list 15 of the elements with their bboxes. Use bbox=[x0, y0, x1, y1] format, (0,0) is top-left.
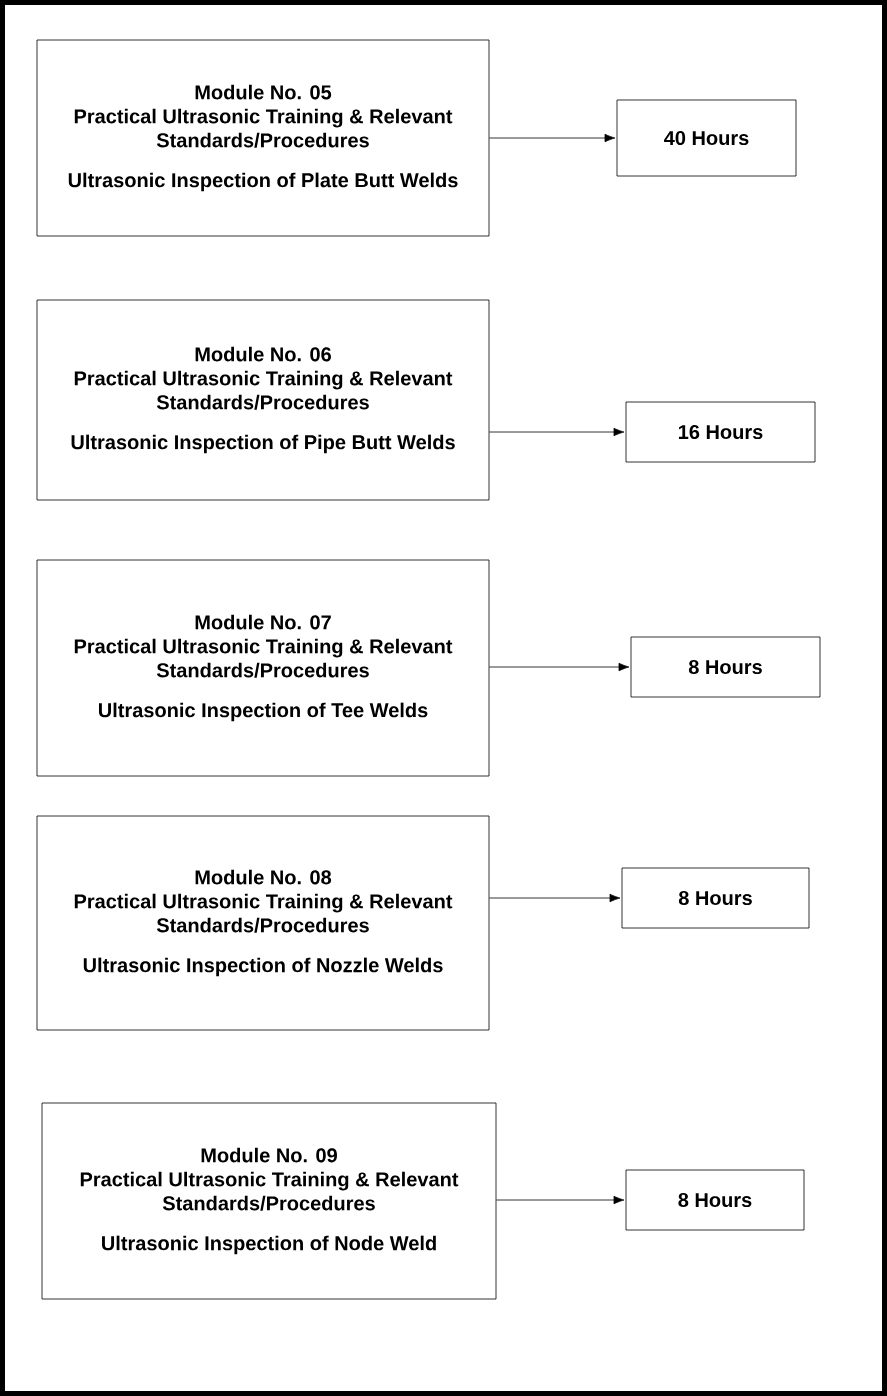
hours-box: 8 Hours bbox=[630, 636, 821, 698]
arrow bbox=[489, 133, 616, 143]
arrow bbox=[489, 893, 621, 903]
arrow bbox=[489, 662, 630, 672]
hours-box: 8 Hours bbox=[625, 1169, 805, 1231]
hours-box: 8 Hours bbox=[621, 867, 810, 929]
module-box: Module No. 06 Practical Ultrasonic Training & Relevant Standards/Procedures Ultrasonic Inspection of Pipe Butt Welds bbox=[36, 299, 490, 501]
module-box: Module No. 09 Practical Ultrasonic Training & Relevant Standards/Procedures Ultrasonic Inspection of Node Weld bbox=[41, 1102, 497, 1300]
arrow bbox=[489, 427, 625, 437]
module-box: Module No. 05 Practical Ultrasonic Training & Relevant Standards/Procedures Ultrasonic Inspection of Plate Butt Welds bbox=[36, 39, 490, 237]
hours-box: 16 Hours bbox=[625, 401, 816, 463]
module-box: Module No. 07 Practical Ultrasonic Training & Relevant Standards/Procedures Ultrasonic Inspection of Tee Welds bbox=[36, 559, 490, 777]
hours-box: 40 Hours bbox=[616, 99, 797, 177]
arrow bbox=[496, 1195, 625, 1205]
module-box: Module No. 08 Practical Ultrasonic Training & Relevant Standards/Procedures Ultrasonic Inspection of Nozzle Welds bbox=[36, 815, 490, 1031]
